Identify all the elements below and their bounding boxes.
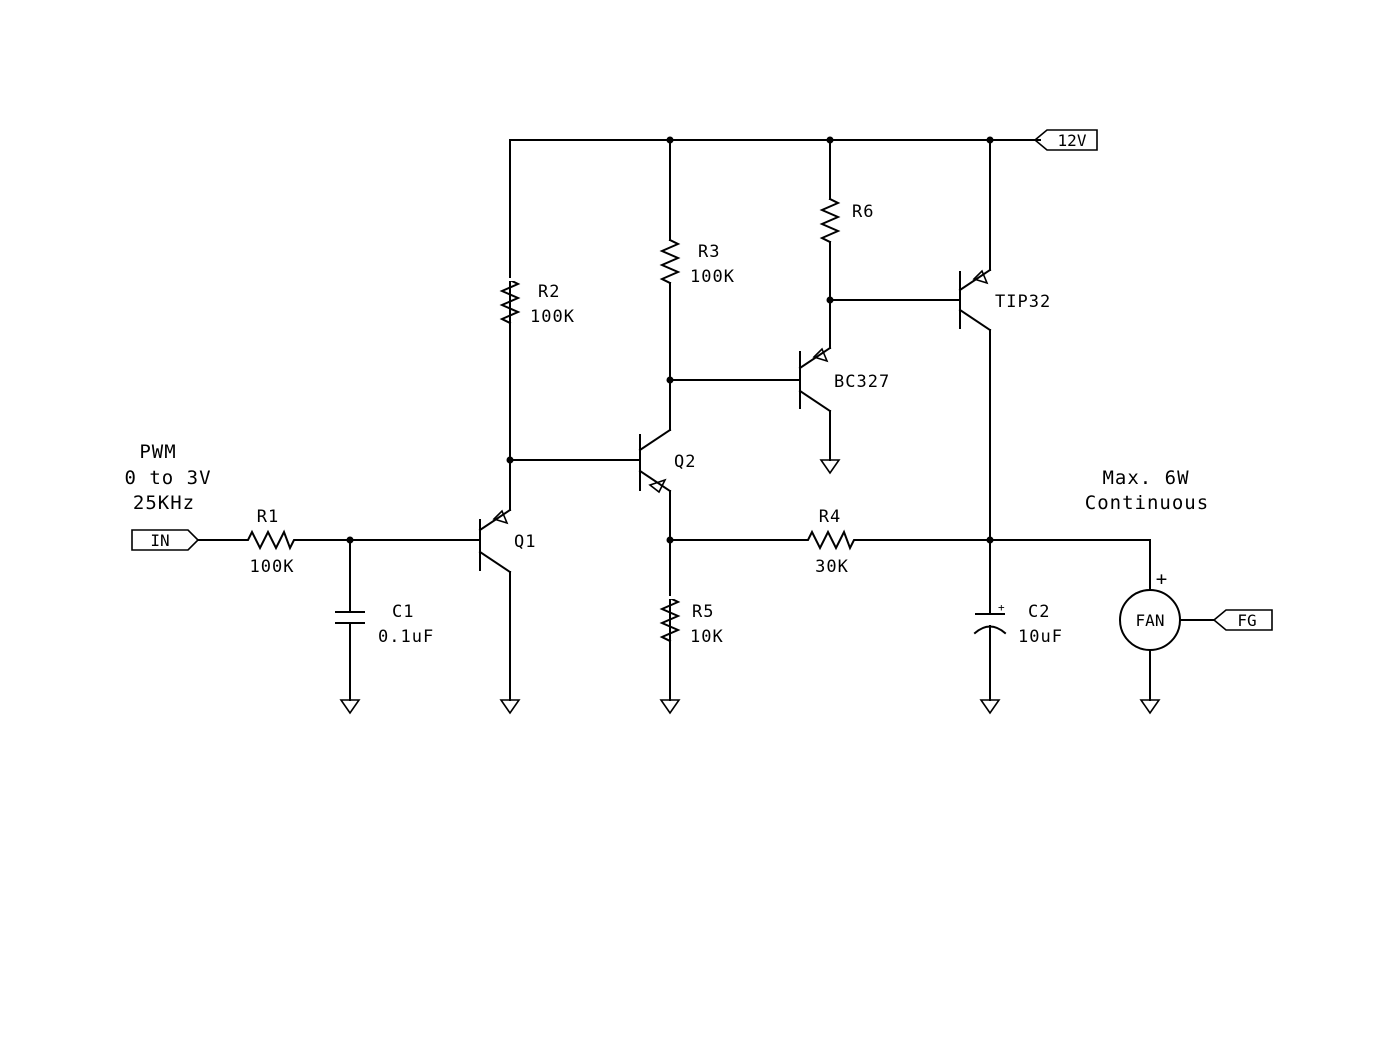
wire-r6-to-tip32-base xyxy=(826,296,961,304)
port-in-label: IN xyxy=(150,531,169,550)
ground-c1 xyxy=(339,699,361,715)
port-fg: FG xyxy=(1212,609,1273,631)
port-12v: 12V xyxy=(1033,129,1098,151)
fan-polarity: + xyxy=(1156,568,1168,590)
ground-q1 xyxy=(499,699,521,715)
transistor-tip32: TIP32 xyxy=(958,139,1051,541)
r5-ref: R5 xyxy=(692,602,714,622)
r4-value: 30K xyxy=(815,557,849,577)
port-fg-label: FG xyxy=(1237,611,1256,630)
transistor-bc327: BC327 xyxy=(798,299,890,461)
ground-c2 xyxy=(979,699,1001,715)
r6-ref: R6 xyxy=(852,202,874,222)
capacitor-c1: C1 0.1uF xyxy=(335,539,434,701)
ground-bc327 xyxy=(819,459,841,475)
load-note-line-1: Max. 6W xyxy=(1102,467,1189,489)
r2-value: 100K xyxy=(530,307,575,327)
pwm-note-line-3: 25KHz xyxy=(133,492,195,514)
c2-value: 10uF xyxy=(1018,627,1063,647)
port-in: IN xyxy=(131,529,200,551)
wire-q2-collector-to-bc327-base xyxy=(666,376,801,384)
ground-r5 xyxy=(659,699,681,715)
r2-ref: R2 xyxy=(538,282,560,302)
pwm-note-line-2: 0 to 3V xyxy=(124,467,211,489)
r1-value: 100K xyxy=(250,557,295,577)
resistor-r1: R1 100K xyxy=(197,507,481,577)
resistor-r3: R3 100K xyxy=(659,139,735,381)
ground-fan xyxy=(1139,699,1161,715)
capacitor-c2: + C2 10uF xyxy=(973,539,1063,701)
r4-ref: R4 xyxy=(819,507,841,527)
port-12v-label: 12V xyxy=(1058,131,1087,150)
r1-ref: R1 xyxy=(257,507,279,527)
tip32-ref: TIP32 xyxy=(995,292,1051,312)
resistor-r5: R5 10K xyxy=(659,596,724,647)
c2-polarity: + xyxy=(998,601,1005,614)
fan-label: FAN xyxy=(1136,611,1165,630)
r5-value: 10K xyxy=(690,627,724,647)
transistor-q2: Q2 xyxy=(638,379,696,701)
r3-ref: R3 xyxy=(698,242,720,262)
resistor-r2: R2 100K xyxy=(499,278,575,327)
pwm-note-line-1: PWM xyxy=(139,441,176,463)
transistor-q1: Q1 xyxy=(478,459,536,701)
r3-value: 100K xyxy=(690,267,735,287)
c1-ref: C1 xyxy=(392,602,414,622)
c2-ref: C2 xyxy=(1028,602,1050,622)
load-note: Max. 6W Continuous xyxy=(1085,467,1209,514)
wire-q1-collector-to-q2-base xyxy=(506,456,641,464)
resistor-r6: R6 xyxy=(819,139,874,301)
fan-motor: FAN + xyxy=(1119,568,1215,701)
load-note-line-2: Continuous xyxy=(1085,492,1209,514)
c1-value: 0.1uF xyxy=(378,627,434,647)
q1-ref: Q1 xyxy=(514,532,536,552)
resistor-r4: R4 30K xyxy=(666,507,1151,591)
pwm-note: PWM 0 to 3V 25KHz xyxy=(124,441,211,514)
bc327-ref: BC327 xyxy=(834,372,890,392)
q2-ref: Q2 xyxy=(674,452,696,472)
